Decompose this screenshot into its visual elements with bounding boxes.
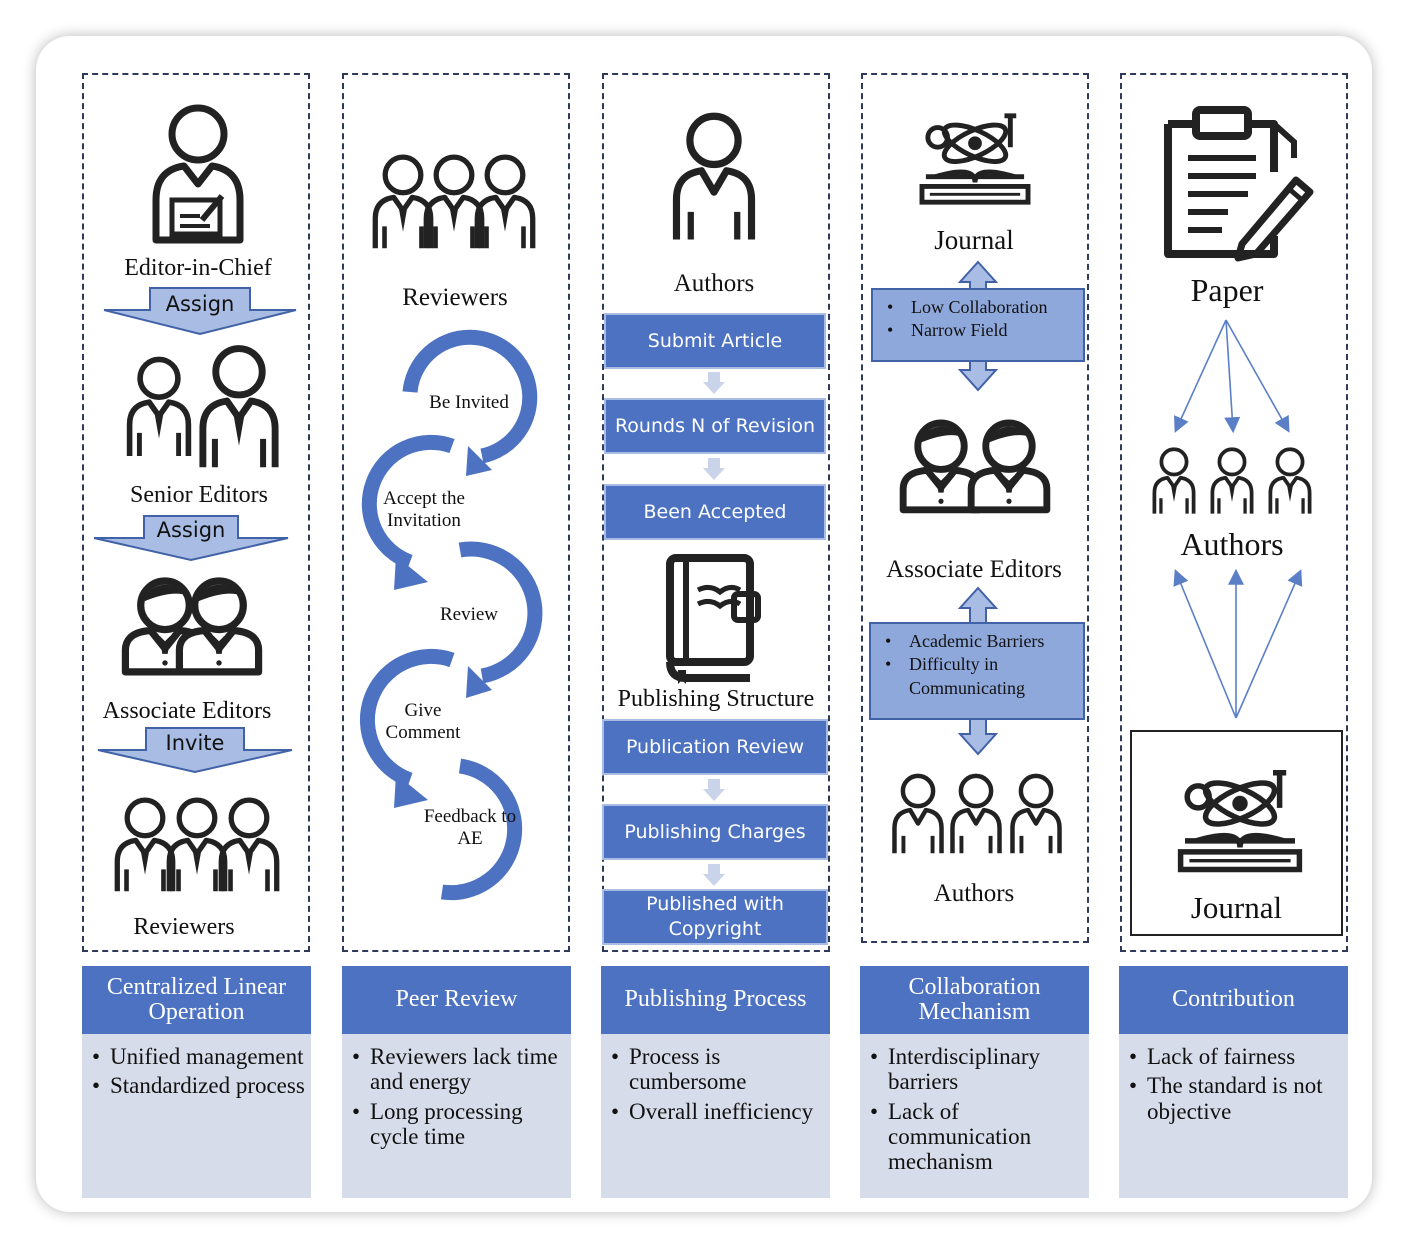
authors-label: Authors xyxy=(1180,526,1284,562)
step-down-arrow xyxy=(703,864,725,886)
journal-label: Journal xyxy=(934,225,1014,255)
step-down-arrow xyxy=(703,779,725,801)
note-item: Low Collaboration xyxy=(887,296,1075,320)
header-peer-review: Peer Review xyxy=(342,966,571,1034)
assign-arrow-1 xyxy=(103,287,297,336)
author-icon-3 xyxy=(1262,446,1318,516)
associate-editor-icon-2 xyxy=(966,402,1052,530)
step-be-invited: Be Invited xyxy=(429,392,509,413)
step-publication-review: Publication Review xyxy=(602,719,828,775)
book-icon xyxy=(666,554,761,684)
step-give-comment: Give Comment xyxy=(385,700,461,743)
step-publishing-charges: Publishing Charges xyxy=(602,804,828,860)
author-icon-3 xyxy=(1008,764,1064,864)
step-feedback-to-ae: Feedback to AE xyxy=(423,806,517,849)
bullet-item: Reviewers lack time and energy xyxy=(352,1044,565,1095)
header-publishing-process: Publishing Process xyxy=(601,966,830,1034)
invite-arrow xyxy=(97,727,293,774)
bullet-item: Unified management xyxy=(92,1044,305,1070)
journal-label: Journal xyxy=(1190,890,1283,925)
author-icon xyxy=(666,110,762,244)
associate-editor-icon-2 xyxy=(174,564,264,688)
assign-arrow-2 xyxy=(93,515,289,562)
step-down-arrow xyxy=(703,458,725,480)
authors-label: Authors xyxy=(933,880,1015,907)
bullet-item: Interdisciplinary barriers xyxy=(870,1044,1083,1095)
journal-icon xyxy=(1174,756,1306,884)
author-icon-2 xyxy=(1204,446,1260,516)
note-item: Academic Barriers xyxy=(885,630,1075,654)
author-icon-2 xyxy=(948,764,1004,864)
column-contribution xyxy=(1120,73,1348,952)
step-rounds-of-revision: Rounds N of Revision xyxy=(604,398,826,454)
peer-review-cycle xyxy=(359,329,543,901)
note-item: Narrow Field xyxy=(887,319,1075,343)
header-contribution: Contribution xyxy=(1119,966,1348,1034)
senior-editor-icon-1 xyxy=(124,336,194,478)
author-icon-1 xyxy=(890,764,946,864)
note-low-collaboration: Low Collaboration Narrow Field xyxy=(871,288,1085,362)
senior-editor-icon-2 xyxy=(196,336,282,478)
column-publishing-process xyxy=(602,73,830,952)
associate-editors-label: Associate Editors xyxy=(886,556,1062,583)
assign-label-1: Assign xyxy=(165,292,235,316)
authors-label: Authors xyxy=(673,270,755,297)
step-been-accepted: Been Accepted xyxy=(604,484,826,540)
contribution-arrows xyxy=(1173,319,1303,719)
reviewers-label: Reviewers xyxy=(402,284,508,311)
step-review: Review xyxy=(439,604,499,625)
bullet-item: The standard is not objective xyxy=(1129,1073,1342,1124)
bullet-item: Standardized process xyxy=(92,1073,305,1099)
associate-editors-label: Associate Editors xyxy=(102,698,272,724)
bullet-item: Lack of fairness xyxy=(1129,1044,1342,1070)
publishing-structure-label: Publishing Structure xyxy=(617,686,815,712)
editor-in-chief-label: Editor-in-Chief xyxy=(124,255,272,281)
bullet-item: Lack of communication mechanism xyxy=(870,1099,1083,1175)
senior-editors-label: Senior Editors xyxy=(130,482,268,508)
reviewer-icon-3 xyxy=(216,780,282,910)
drawbacks-publishing-process: Process is cumbersome Overall inefficien… xyxy=(601,1034,830,1198)
assign-label-2: Assign xyxy=(156,518,226,542)
drawbacks-contribution: Lack of fairness The standard is not obj… xyxy=(1119,1034,1348,1198)
drawbacks-centralized-linear-operation: Unified management Standardized process xyxy=(82,1034,311,1198)
column-peer-review xyxy=(342,73,570,952)
column-centralized-linear-operation xyxy=(82,73,310,952)
editor-in-chief-icon xyxy=(152,104,244,244)
header-collaboration-mechanism: Collaboration Mechanism xyxy=(860,966,1089,1034)
bullet-item: Overall inefficiency xyxy=(611,1099,824,1125)
note-academic-barriers: Academic Barriers Difficulty in Communic… xyxy=(869,622,1085,720)
note-item: Difficulty in Communicating xyxy=(885,653,1075,700)
paper-icon xyxy=(1164,106,1314,262)
reviewers-label: Reviewers xyxy=(133,914,235,940)
journal-icon xyxy=(916,104,1034,212)
step-submit-article: Submit Article xyxy=(604,313,826,369)
column-collaboration-mechanism xyxy=(861,73,1089,943)
invite-label: Invite xyxy=(165,731,225,755)
step-down-arrow xyxy=(703,372,725,394)
bullet-item: Long processing cycle time xyxy=(352,1099,565,1150)
drawbacks-peer-review: Reviewers lack time and energy Long proc… xyxy=(342,1034,571,1198)
reviewer-icon-3 xyxy=(472,126,538,278)
bullet-item: Process is cumbersome xyxy=(611,1044,824,1095)
author-icon-1 xyxy=(1146,446,1202,516)
drawbacks-collaboration-mechanism: Interdisciplinary barriers Lack of commu… xyxy=(860,1034,1089,1198)
step-accept-invitation: Accept the Invitation xyxy=(383,488,465,531)
journal-box xyxy=(1130,730,1343,936)
header-centralized-linear-operation: Centralized Linear Operation xyxy=(82,966,311,1034)
paper-label: Paper xyxy=(1190,272,1264,308)
step-published-with-copyright: Published with Copyright xyxy=(602,889,828,945)
